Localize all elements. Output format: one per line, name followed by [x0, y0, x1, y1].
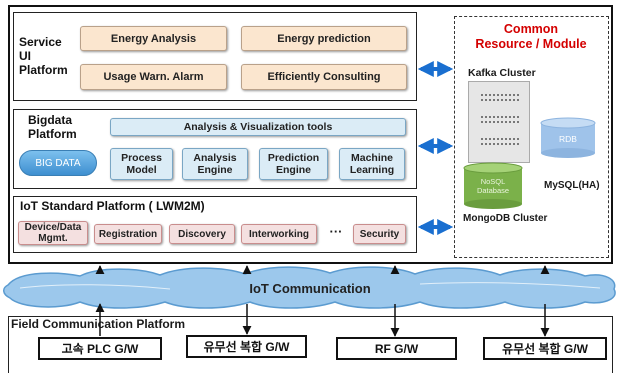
kafka-cluster-label: Kafka Cluster	[468, 67, 536, 79]
kafka-server-rack-2	[481, 116, 519, 123]
mysql-ha-label: MySQL(HA)	[544, 180, 600, 191]
rdb-database-icon: RDB	[540, 117, 596, 159]
iot-standard-platform-panel: IoT Standard Platform ( LWM2M) Device/Da…	[13, 196, 417, 253]
common-resource-module-panel: Common Resource / Module Kafka Cluster R…	[454, 16, 609, 258]
kafka-server-rack-1	[481, 94, 519, 101]
wired-wireless-gateway-box-1: 유무선 복합 G/W	[186, 335, 307, 358]
nosql-label: NoSQL Database	[476, 177, 510, 195]
process-model-box: Process Model	[110, 148, 173, 180]
discovery-box: Discovery	[169, 224, 235, 244]
field-communication-platform-title: Field Communication Platform	[11, 317, 186, 331]
ellipsis: ···	[329, 224, 343, 239]
device-data-mgmt-box: Device/Data Mgmt.	[18, 221, 88, 245]
nosql-database-icon: NoSQL Database	[463, 162, 523, 210]
mongodb-cluster-label: MongoDB Cluster	[463, 213, 548, 224]
platform-frame	[8, 5, 613, 264]
kafka-server-stack	[468, 81, 530, 163]
usage-warn-alarm-box: Usage Warn. Alarm	[80, 64, 227, 90]
rdb-label: RDB	[559, 134, 577, 144]
bigdata-platform-panel: Bigdata Platform BIG DATA Analysis & Vis…	[13, 109, 417, 189]
big-data-logo-text: BIG DATA	[35, 157, 81, 169]
registration-box: Registration	[94, 224, 162, 244]
service-ui-platform-title: Service UI Platform	[19, 35, 68, 77]
machine-learning-box: Machine Learning	[339, 148, 405, 180]
kafka-server-rack-3	[481, 138, 519, 145]
service-ui-platform-panel: Service UI Platform Energy Analysis Ener…	[13, 12, 417, 101]
cloud-highlight	[19, 282, 601, 290]
cloud-shape	[3, 266, 616, 309]
prediction-engine-box: Prediction Engine	[259, 148, 328, 180]
efficiently-consulting-box: Efficiently Consulting	[241, 64, 407, 90]
bigdata-platform-title: Bigdata Platform	[28, 113, 77, 141]
rf-gateway-box: RF G/W	[336, 337, 457, 360]
interworking-box: Interworking	[241, 224, 317, 244]
iot-standard-platform-title: IoT Standard Platform ( LWM2M)	[20, 199, 205, 213]
analysis-visualization-tools-box: Analysis & Visualization tools	[110, 118, 406, 136]
big-data-logo: BIG DATA	[19, 150, 97, 176]
wired-wireless-gateway-box-2: 유무선 복합 G/W	[483, 337, 607, 360]
plc-gateway-box: 고속 PLC G/W	[38, 337, 162, 360]
energy-analysis-box: Energy Analysis	[80, 26, 227, 51]
analysis-engine-box: Analysis Engine	[182, 148, 248, 180]
common-resource-title: Common Resource / Module	[475, 22, 587, 51]
iot-communication-label: IoT Communication	[249, 281, 371, 296]
security-box: Security	[353, 224, 406, 244]
energy-prediction-box: Energy prediction	[241, 26, 407, 51]
